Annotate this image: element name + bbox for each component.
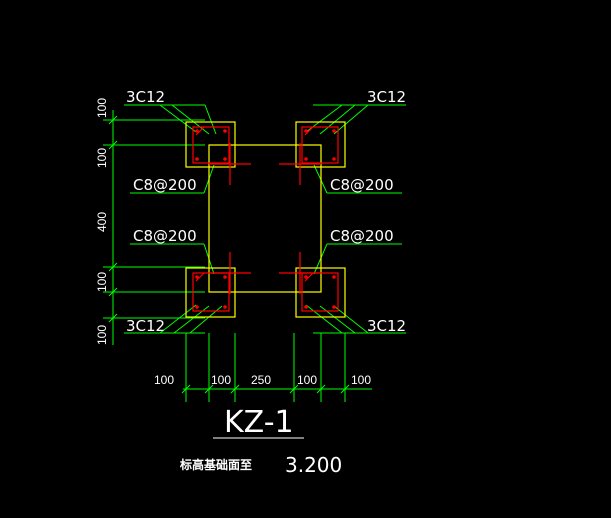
rebar-label-bottom-left: 3C12 <box>126 317 165 335</box>
hdim-4: 100 <box>297 373 317 387</box>
hdim-1: 100 <box>154 373 174 387</box>
vdim-1: 100 <box>95 98 109 118</box>
rebar-label-bottom-right: 3C12 <box>367 317 406 335</box>
rebar-bars <box>195 129 336 309</box>
elevation-caption: 标高基础面至 <box>179 457 252 472</box>
vdim-5: 100 <box>95 325 109 345</box>
column-outline <box>185 121 346 318</box>
horizontal-dimension-chain <box>181 333 372 402</box>
elevation-value: 3.200 <box>285 453 342 477</box>
hdim-2: 100 <box>211 373 231 387</box>
leader-lines <box>124 104 406 334</box>
vertical-dimension-texts: 100 100 400 100 100 <box>95 98 109 345</box>
vdim-4: 100 <box>95 272 109 292</box>
rebar-cages <box>192 126 339 312</box>
stirrup-label-upper-right: C8@200 <box>330 176 394 194</box>
hdim-3: 250 <box>251 373 271 387</box>
stirrup-label-upper-left: C8@200 <box>133 176 197 194</box>
column-id-title: KZ-1 <box>224 405 294 440</box>
stirrup-label-lower-left: C8@200 <box>133 227 197 245</box>
vertical-dimension-chain <box>103 110 205 345</box>
rebar-label-top-right: 3C12 <box>367 88 406 106</box>
horizontal-dimension-texts: 100 100 250 100 100 <box>154 373 371 387</box>
vdim-3: 400 <box>95 212 109 232</box>
stirrup-label-lower-right: C8@200 <box>330 227 394 245</box>
hdim-5: 100 <box>351 373 371 387</box>
rebar-label-top-left: 3C12 <box>126 88 165 106</box>
vdim-2: 100 <box>95 148 109 168</box>
